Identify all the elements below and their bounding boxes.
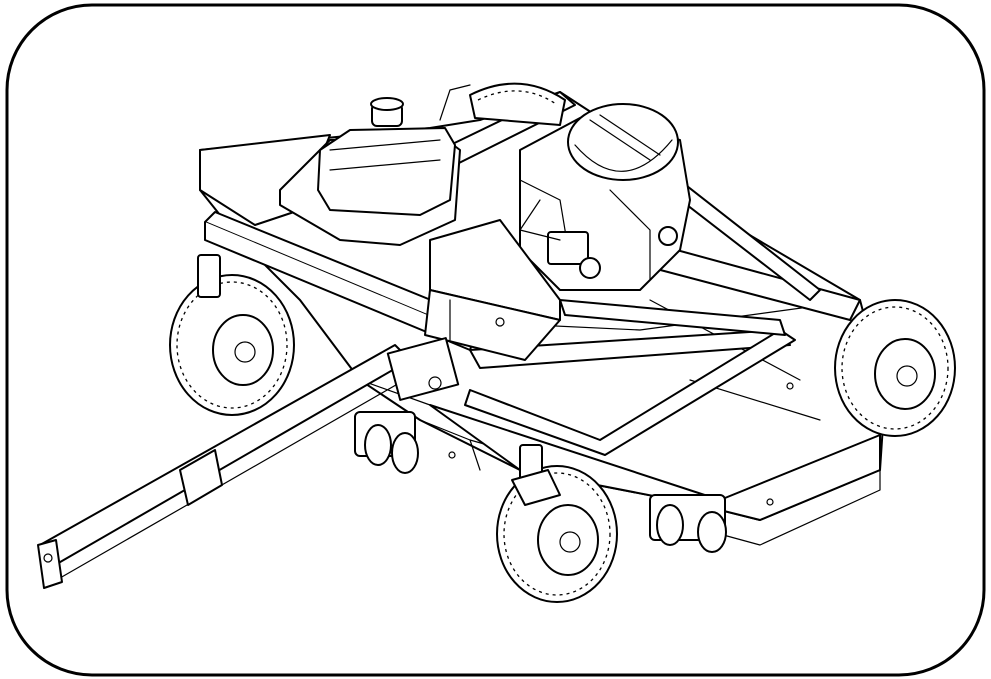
tow-bar [37,337,460,589]
wheel-back-left [169,254,295,416]
upper-frame [204,91,821,456]
anti-scalp-rollers [354,411,727,553]
belt-guard [424,219,561,361]
fuel-tank [279,84,471,246]
wheel-rear-far [469,82,566,126]
wheel-front [496,444,618,603]
wheel-back-right [834,299,956,437]
engine [519,103,691,291]
